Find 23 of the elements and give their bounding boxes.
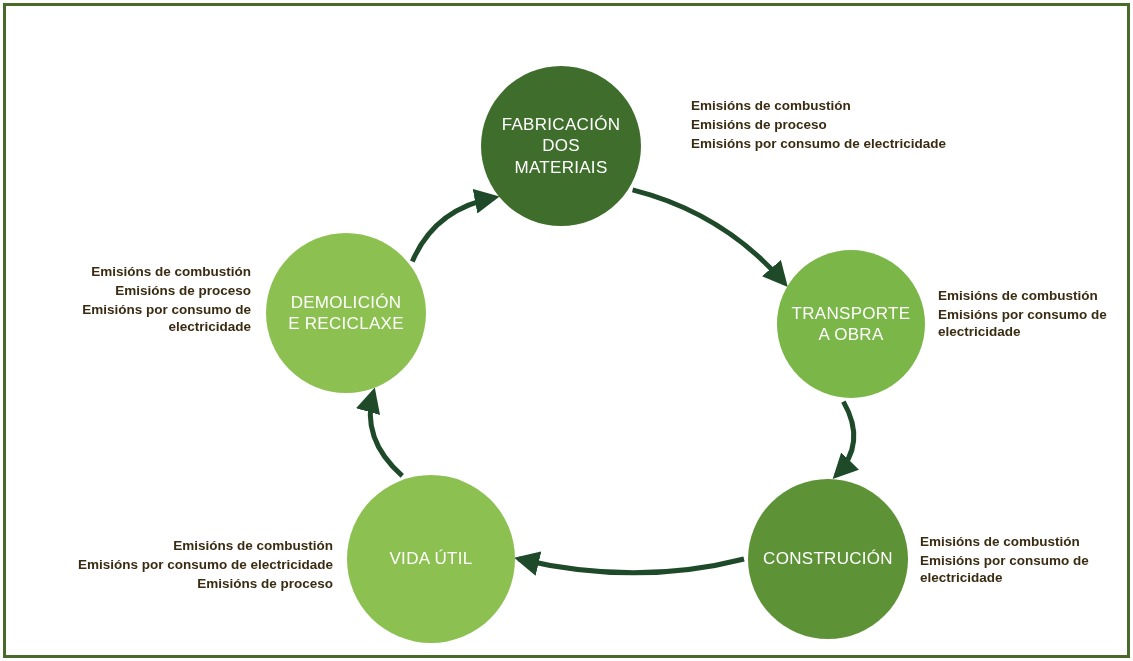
stage-label: TRANSPORTE A OBRA bbox=[791, 302, 911, 346]
emission-type: Emisións por consumo de electricidade bbox=[81, 301, 251, 336]
emission-type: Emisións de proceso bbox=[196, 575, 333, 593]
curved-arrow bbox=[410, 189, 500, 263]
emission-type: Emisións por consumo de electricidade bbox=[920, 552, 1090, 587]
emission-type: Emisións por consumo de electricidade bbox=[938, 306, 1108, 341]
emission-type: Emisións de combustión bbox=[920, 534, 1081, 551]
stage-label: CONSTRUCIÓN bbox=[762, 548, 894, 570]
stage-label: VIDA ÚTIL bbox=[388, 548, 474, 570]
emission-type: Emisións de combustión bbox=[938, 288, 1099, 305]
stage-label: FABRICACIÓN DOS MATERIAIS bbox=[501, 114, 621, 178]
emission-type: Emisións de combustión bbox=[691, 98, 852, 115]
curved-arrow bbox=[832, 400, 859, 480]
emission-type: Emisións de combustión bbox=[90, 264, 251, 281]
stage-label: DEMOLICIÓN E RECICLAXE bbox=[287, 291, 405, 335]
emission-type: Emisións de proceso bbox=[114, 282, 251, 300]
emission-type: Emisións por consumo de electricidade bbox=[691, 135, 948, 153]
curved-arrow bbox=[631, 187, 788, 287]
emission-type: Emisións por consumo de electricidade bbox=[76, 556, 333, 574]
emission-type: Emisións de combustión bbox=[172, 538, 333, 555]
emission-type: Emisións de proceso bbox=[691, 116, 828, 134]
curved-arrow bbox=[514, 551, 745, 576]
curved-arrow bbox=[356, 387, 404, 478]
